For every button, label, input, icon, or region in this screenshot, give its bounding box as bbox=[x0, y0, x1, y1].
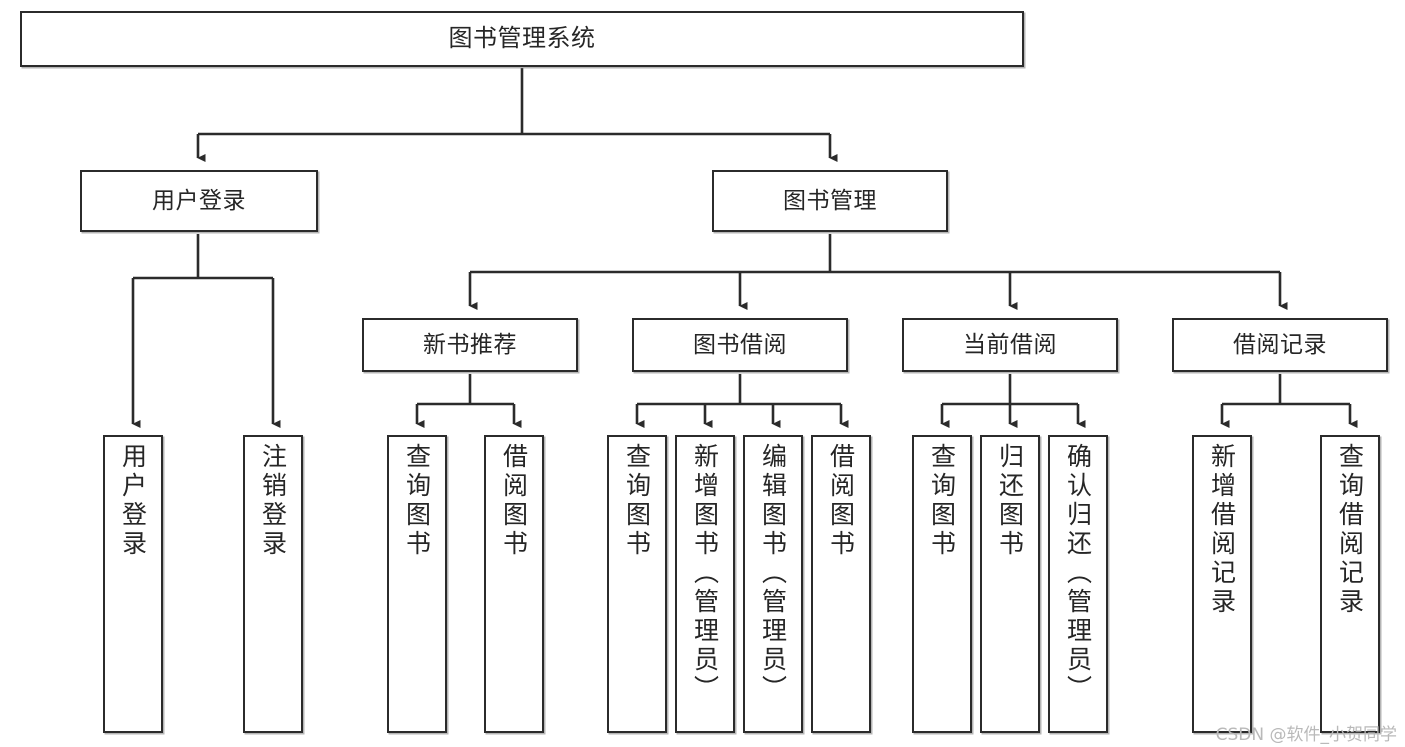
node-book-management[interactable]: 图书管理 bbox=[712, 170, 948, 232]
node-leaf-borrow-book-1-label: 借阅图书 bbox=[499, 443, 529, 559]
node-leaf-add-book[interactable]: 新增图书（管理员） bbox=[675, 435, 735, 733]
node-leaf-query-book-3[interactable]: 查询图书 bbox=[912, 435, 972, 733]
node-leaf-return-book-label: 归还图书 bbox=[995, 443, 1025, 559]
node-book-management-label: 图书管理 bbox=[783, 187, 877, 214]
node-user-login[interactable]: 用户登录 bbox=[80, 170, 318, 232]
node-leaf-confirm-return-label: 确认归还（管理员） bbox=[1063, 443, 1093, 704]
node-current-borrow-label: 当前借阅 bbox=[963, 331, 1057, 358]
node-leaf-edit-book[interactable]: 编辑图书（管理员） bbox=[743, 435, 803, 733]
node-leaf-query-record-label: 查询借阅记录 bbox=[1335, 443, 1365, 617]
node-borrow-record-label: 借阅记录 bbox=[1233, 331, 1327, 358]
node-leaf-edit-book-label: 编辑图书（管理员） bbox=[758, 443, 788, 704]
node-leaf-user-login[interactable]: 用户登录 bbox=[103, 435, 163, 733]
node-borrow-record[interactable]: 借阅记录 bbox=[1172, 318, 1388, 372]
node-leaf-borrow-book-2-label: 借阅图书 bbox=[826, 443, 856, 559]
node-new-book-recommend-label: 新书推荐 bbox=[423, 331, 517, 358]
node-current-borrow[interactable]: 当前借阅 bbox=[902, 318, 1118, 372]
node-leaf-query-book-2-label: 查询图书 bbox=[622, 443, 652, 559]
node-book-borrow-label: 图书借阅 bbox=[693, 331, 787, 358]
node-leaf-add-book-label: 新增图书（管理员） bbox=[690, 443, 720, 704]
node-leaf-add-record[interactable]: 新增借阅记录 bbox=[1192, 435, 1252, 733]
node-leaf-user-logout[interactable]: 注销登录 bbox=[243, 435, 303, 733]
node-leaf-query-book-2[interactable]: 查询图书 bbox=[607, 435, 667, 733]
node-leaf-query-record[interactable]: 查询借阅记录 bbox=[1320, 435, 1380, 733]
node-leaf-user-logout-label: 注销登录 bbox=[258, 443, 288, 559]
node-book-borrow[interactable]: 图书借阅 bbox=[632, 318, 848, 372]
node-root-label: 图书管理系统 bbox=[448, 24, 596, 53]
node-leaf-user-login-label: 用户登录 bbox=[118, 443, 148, 559]
node-user-login-label: 用户登录 bbox=[152, 187, 246, 214]
node-new-book-recommend[interactable]: 新书推荐 bbox=[362, 318, 578, 372]
node-leaf-return-book[interactable]: 归还图书 bbox=[980, 435, 1040, 733]
node-leaf-query-book-1[interactable]: 查询图书 bbox=[387, 435, 447, 733]
node-leaf-query-book-1-label: 查询图书 bbox=[402, 443, 432, 559]
csdn-watermark: CSDN @软件_小贺同学 bbox=[1215, 725, 1397, 745]
node-leaf-confirm-return[interactable]: 确认归还（管理员） bbox=[1048, 435, 1108, 733]
node-leaf-query-book-3-label: 查询图书 bbox=[927, 443, 957, 559]
node-leaf-borrow-book-2[interactable]: 借阅图书 bbox=[811, 435, 871, 733]
node-leaf-borrow-book-1[interactable]: 借阅图书 bbox=[484, 435, 544, 733]
node-root[interactable]: 图书管理系统 bbox=[20, 11, 1024, 67]
node-leaf-add-record-label: 新增借阅记录 bbox=[1207, 443, 1237, 617]
